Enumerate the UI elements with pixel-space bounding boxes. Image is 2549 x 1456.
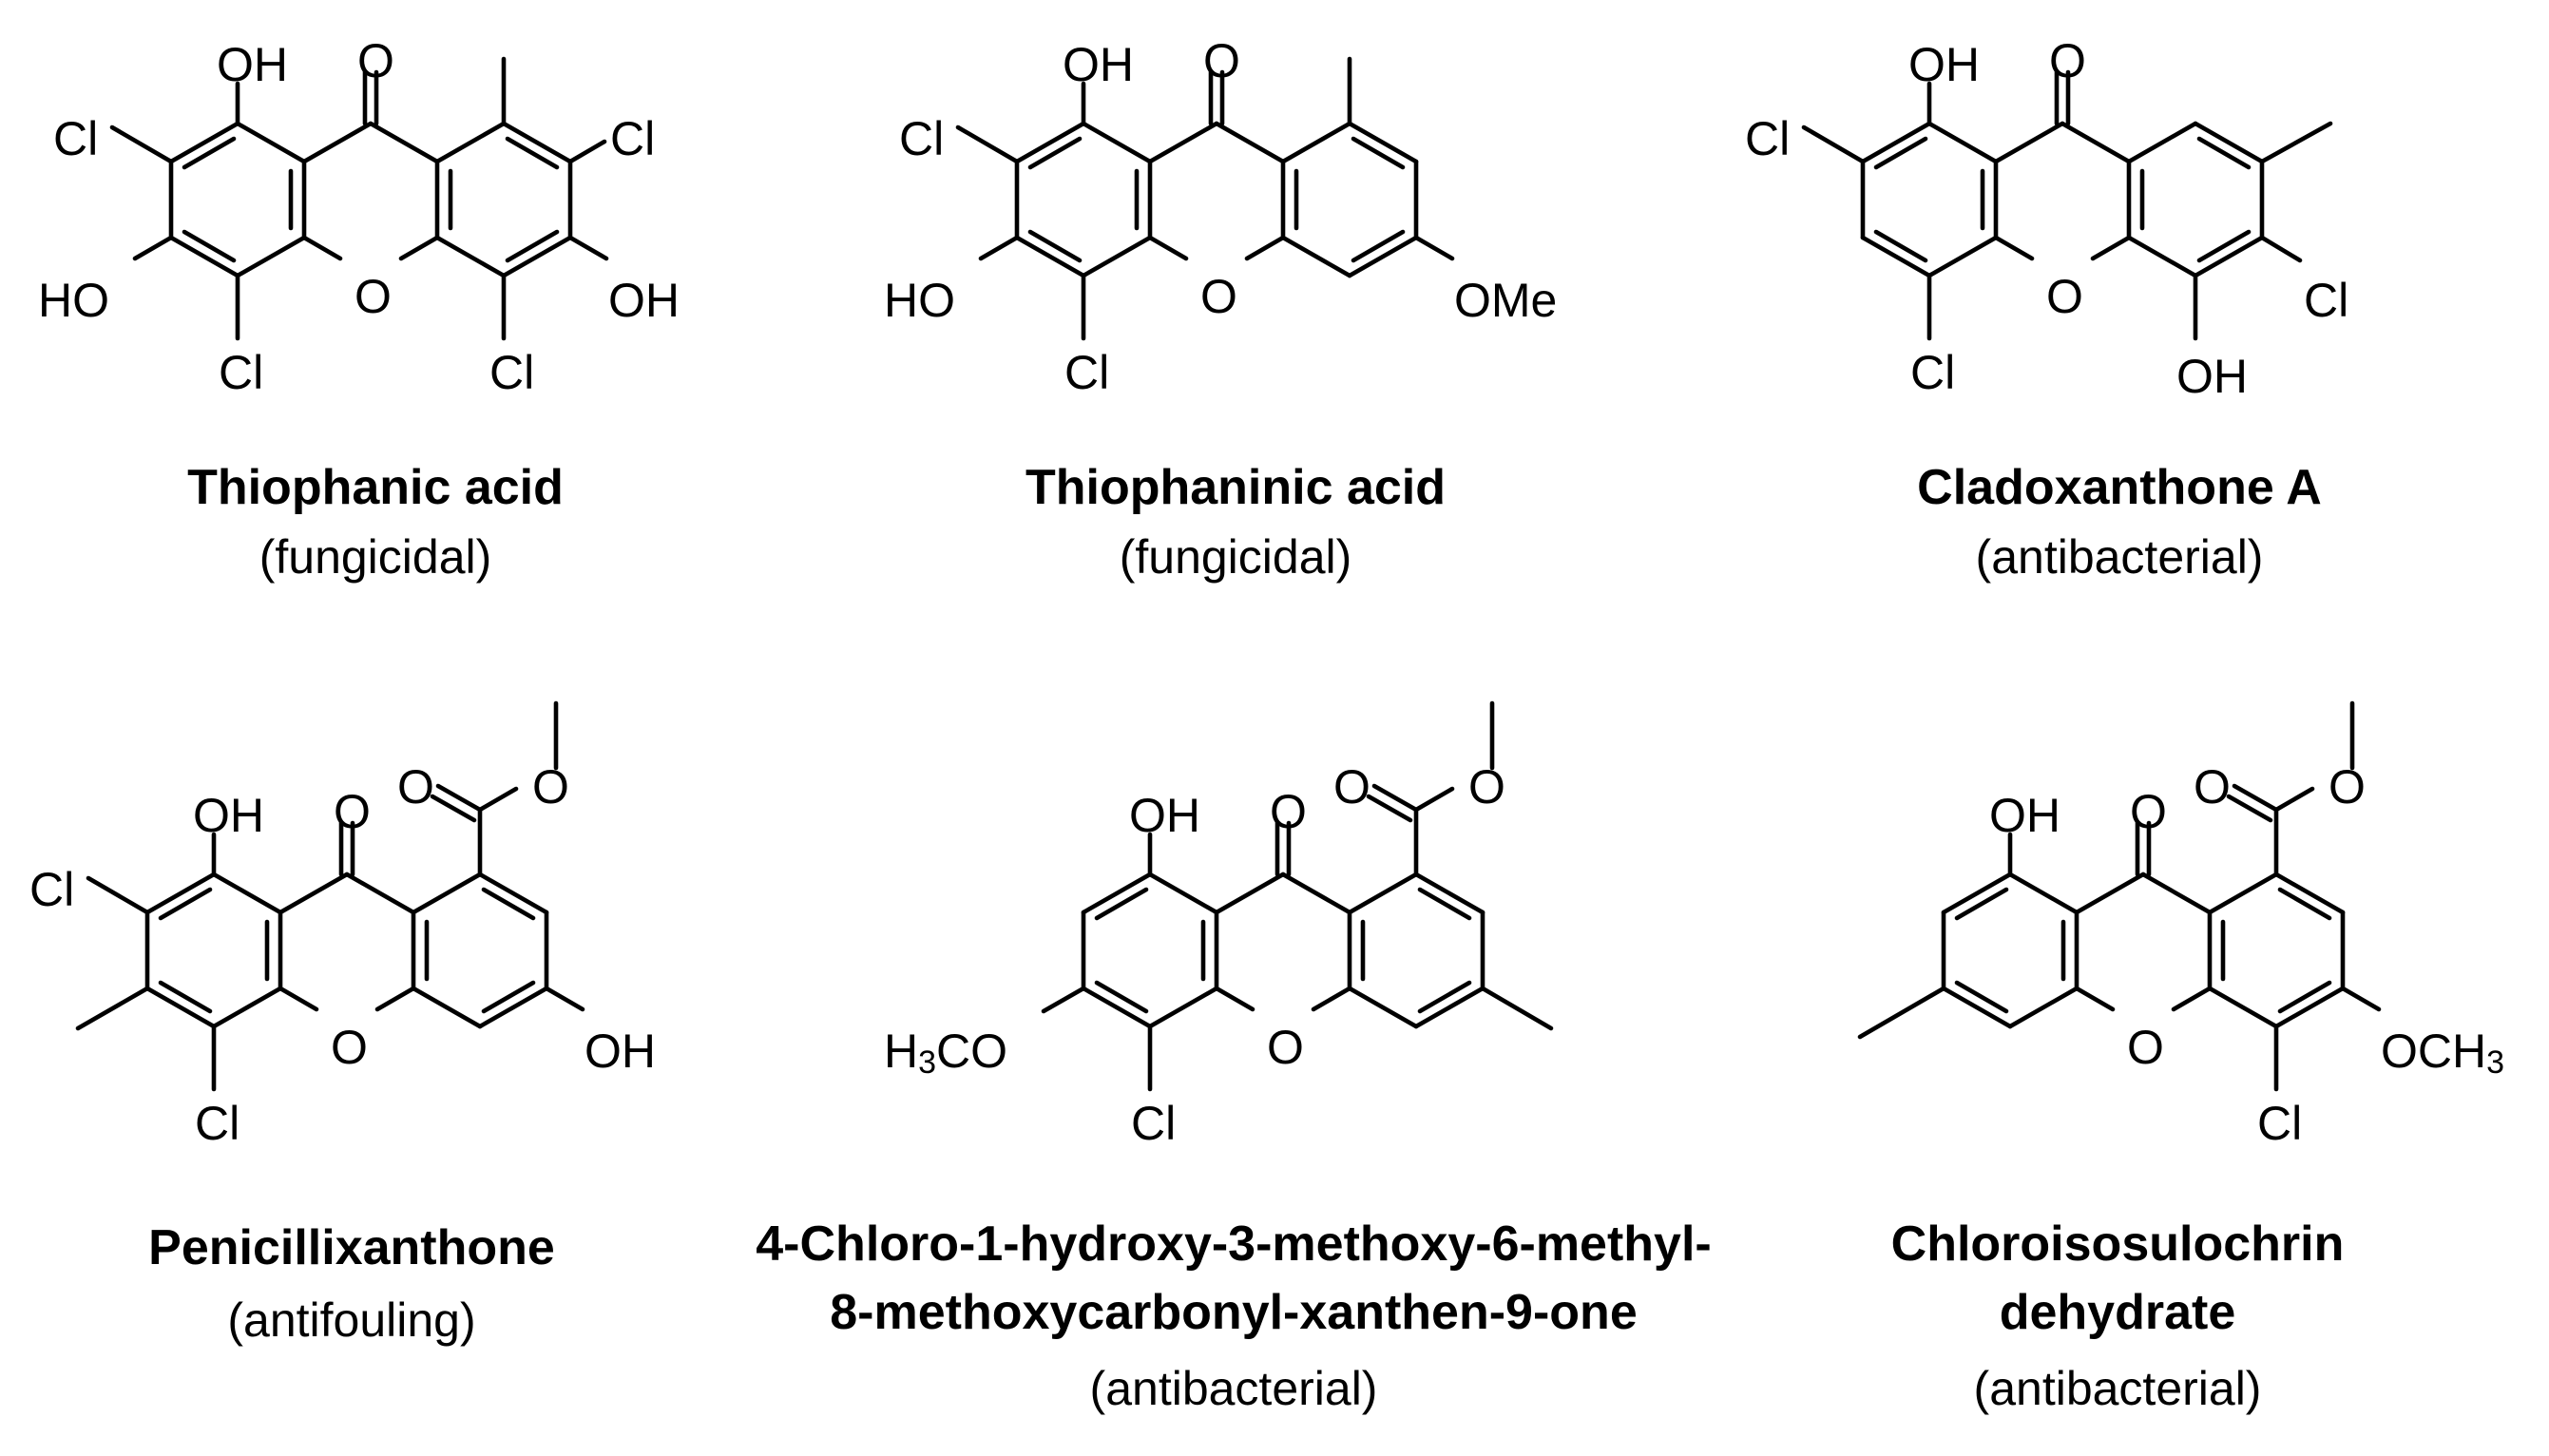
carbonyl-oxygen-label: O <box>357 34 394 87</box>
ring-oxygen-label: O <box>331 1021 368 1074</box>
hydroxyl-label: OH <box>1129 789 1200 842</box>
carbonyl-oxygen-label: O <box>334 785 371 838</box>
hydroxyl-label: OH <box>2176 350 2248 403</box>
chlorine-label: Cl <box>2304 274 2348 327</box>
structure-thiophaninic-acid: OH O Cl HO Cl O OMe <box>884 34 1557 399</box>
chlorine-label: Cl <box>219 346 263 399</box>
chlorine-label: Cl <box>29 863 74 916</box>
compound-activity: (fungicidal) <box>259 530 492 584</box>
hydroxyl-label: OH <box>217 38 288 91</box>
ring-oxygen-label: O <box>2046 270 2083 323</box>
structure-methoxycarbonyl-xanthenone: OH O H3CO Cl O O O <box>884 700 1554 1150</box>
chlorine-label: Cl <box>489 346 534 399</box>
ester-carbonyl-oxygen-label: O <box>397 760 434 814</box>
hydroxyl-label: OH <box>585 1025 656 1078</box>
compound-activity: (antibacterial) <box>1090 1362 1378 1415</box>
hydroxyl-label: HO <box>38 274 109 327</box>
hydroxyl-label: OH <box>1908 38 1980 91</box>
compound-name: Penicillixanthone <box>148 1220 555 1275</box>
carbonyl-oxygen-label: O <box>2049 34 2086 87</box>
chlorine-label: Cl <box>1064 346 1109 399</box>
ring-oxygen-label: O <box>1267 1021 1304 1074</box>
methoxy-label: H3CO <box>884 1025 1007 1081</box>
hydroxyl-label: HO <box>884 274 955 327</box>
compound-activity: (antibacterial) <box>1974 1362 2262 1415</box>
compound-activity: (antifouling) <box>227 1293 475 1347</box>
ring-oxygen-label: O <box>1200 270 1237 323</box>
methoxy-label: OCH3 <box>2381 1025 2504 1081</box>
compound-activity: (antibacterial) <box>1976 530 2264 584</box>
ester-carbonyl-oxygen-label: O <box>1333 760 1370 814</box>
ring-oxygen-label: O <box>355 270 392 323</box>
chlorine-label: Cl <box>1745 112 1790 165</box>
hydroxyl-label: OH <box>1989 789 2060 842</box>
compound-name: Thiophanic acid <box>187 460 564 515</box>
chlorine-label: Cl <box>1910 346 1955 399</box>
hydroxyl-label: OH <box>608 274 680 327</box>
structure-thiophanic-acid: OH O Cl HO Cl O Cl OH Cl <box>38 34 680 399</box>
compound-name-line-2: 8-methoxycarbonyl-xanthen-9-one <box>830 1285 1638 1340</box>
ester-oxygen-label: O <box>1468 760 1505 814</box>
ester-oxygen-label: O <box>532 760 569 814</box>
structure-chloroisosulochrin-dehydrate: OH O O Cl OCH3 O O <box>1857 700 2504 1150</box>
chlorine-label: Cl <box>195 1097 240 1150</box>
ring-oxygen-label: O <box>2127 1021 2164 1074</box>
carbonyl-oxygen-label: O <box>1270 785 1307 838</box>
ester-carbonyl-oxygen-label: O <box>2194 760 2231 814</box>
chlorine-label: Cl <box>1131 1097 1176 1150</box>
structure-penicillixanthone: OH O Cl Cl O OH O O <box>29 700 656 1150</box>
compound-activity: (fungicidal) <box>1120 530 1352 584</box>
carbonyl-oxygen-label: O <box>2130 785 2167 838</box>
methoxy-label: OMe <box>1454 274 1557 327</box>
compound-name: 4-Chloro-1-hydroxy-3-methoxy-6-methyl- <box>756 1217 1711 1272</box>
carbonyl-oxygen-label: O <box>1203 34 1240 87</box>
structure-cladoxanthone-a: OH O Cl Cl O OH Cl <box>1745 34 2348 403</box>
compound-name-line-2: dehydrate <box>2000 1285 2236 1340</box>
ester-oxygen-label: O <box>2329 760 2366 814</box>
hydroxyl-label: OH <box>193 789 264 842</box>
chlorine-label: Cl <box>53 112 98 165</box>
hydroxyl-label: OH <box>1063 38 1134 91</box>
compound-name: Thiophaninic acid <box>1025 460 1446 515</box>
compound-name: Chloroisosulochrin <box>1891 1217 2345 1272</box>
compound-name: Cladoxanthone A <box>1917 460 2322 515</box>
chlorine-label: Cl <box>2257 1097 2302 1150</box>
chlorine-label: Cl <box>610 112 655 165</box>
chlorine-label: Cl <box>899 112 944 165</box>
